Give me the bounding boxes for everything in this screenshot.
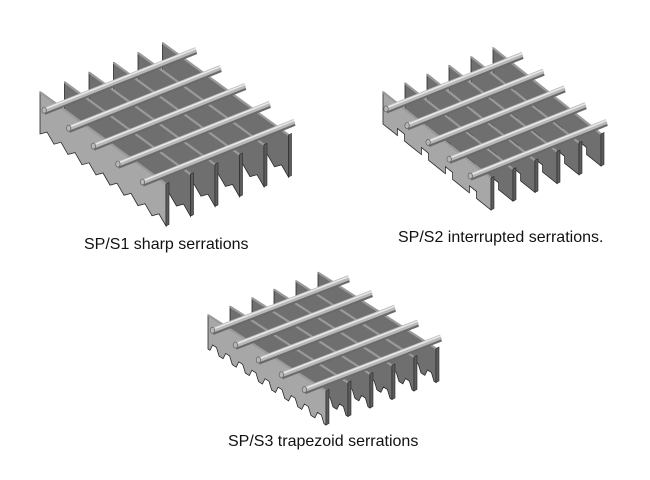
cross-rod: [446, 102, 587, 164]
cross-rod-highlight: [142, 119, 295, 182]
bearing-bar-end: [214, 162, 219, 207]
bearing-bar-end: [534, 158, 539, 193]
cross-rod: [425, 85, 566, 147]
cross-rod-body: [280, 319, 419, 378]
cross-rod-highlight: [427, 86, 565, 143]
cross-rod-end: [66, 124, 72, 132]
cross-rod-highlight: [68, 65, 221, 128]
bearing-bar-end: [263, 142, 268, 188]
cross-rod-body: [67, 65, 222, 131]
bearing-bar-end: [556, 149, 561, 185]
cross-rod-end: [404, 122, 410, 130]
caption-sp-s2: SP/S2 interrupted serrations.: [398, 229, 604, 246]
bearing-bar-end: [288, 133, 292, 178]
cross-rod-body: [469, 119, 608, 179]
bearing-bar-end: [435, 346, 440, 383]
cross-rod-end: [232, 341, 239, 349]
cross-rod-highlight: [304, 335, 442, 390]
cross-rod: [255, 304, 397, 365]
cross-rod-end: [383, 105, 389, 113]
cross-rod-end: [139, 178, 146, 186]
bearing-bar-end: [165, 182, 170, 227]
cross-rod-end: [90, 142, 96, 150]
cross-rod: [115, 101, 271, 169]
cross-rod: [209, 275, 350, 335]
bearing-bar-end: [325, 389, 330, 426]
cross-rod: [41, 47, 198, 115]
cross-rod-body: [303, 334, 442, 392]
bearing-bar-end: [578, 140, 583, 176]
cross-rod-body: [385, 51, 524, 112]
cross-rod-body: [448, 102, 587, 162]
cross-rod-end: [278, 371, 285, 379]
cross-rod: [404, 68, 545, 131]
grating-sp-s3: [207, 271, 443, 426]
cross-rod: [66, 65, 222, 133]
cross-rod: [467, 119, 608, 181]
grating-sp-s1: [39, 42, 296, 228]
grating-sp-s2: [382, 47, 608, 211]
bearing-bar-end: [413, 355, 418, 392]
bearing-bar-end: [369, 372, 374, 409]
cross-rod-highlight: [93, 83, 246, 146]
cross-rod-highlight: [448, 102, 586, 159]
cross-rod: [278, 319, 420, 380]
cross-rod-end: [41, 106, 47, 114]
cross-rod-body: [141, 118, 296, 185]
cross-rod-body: [116, 101, 271, 167]
caption-sp-s1: SP/S1 sharp serrations: [84, 236, 249, 253]
bearing-bar-end: [600, 132, 605, 167]
cross-rod-body: [257, 304, 396, 363]
cross-rod-highlight: [43, 47, 197, 111]
cross-rod-end: [209, 326, 216, 334]
bearing-bar-end: [391, 363, 396, 400]
bearing-bar-end: [190, 172, 194, 217]
cross-rod-end: [446, 155, 452, 163]
cross-rod-end: [115, 160, 121, 168]
cross-rod-highlight: [235, 290, 373, 345]
cross-rod-end: [301, 386, 308, 393]
cross-rod-body: [427, 85, 566, 145]
cross-rod-body: [406, 68, 545, 128]
cross-rod-highlight: [469, 119, 607, 176]
bearing-bar-face: [382, 91, 492, 211]
cross-rod-highlight: [281, 320, 419, 375]
cross-rod-highlight: [406, 69, 544, 126]
cross-rod-end: [255, 356, 262, 364]
cross-rod: [232, 290, 374, 350]
cross-rod-highlight: [385, 52, 523, 109]
cross-rod-body: [211, 275, 350, 333]
cross-rod: [139, 118, 296, 187]
cross-rod: [383, 51, 524, 114]
bearing-bar-end: [490, 176, 495, 211]
bearing-bar-end: [347, 380, 352, 417]
cross-rod-end: [425, 139, 431, 146]
bearing-bar-end: [239, 152, 243, 198]
caption-sp-s3: SP/S3 trapezoid serrations: [228, 433, 419, 450]
cross-rod: [301, 334, 443, 395]
cross-rod-body: [92, 83, 247, 149]
cross-rod-end: [467, 172, 473, 180]
cross-rod-highlight: [117, 101, 271, 164]
cross-rod-body: [234, 290, 373, 348]
cross-rod-body: [43, 47, 197, 113]
cross-rod-highlight: [258, 305, 396, 360]
bearing-bar-end: [512, 167, 517, 202]
cross-rod: [90, 83, 247, 151]
cross-rod-highlight: [212, 275, 350, 331]
